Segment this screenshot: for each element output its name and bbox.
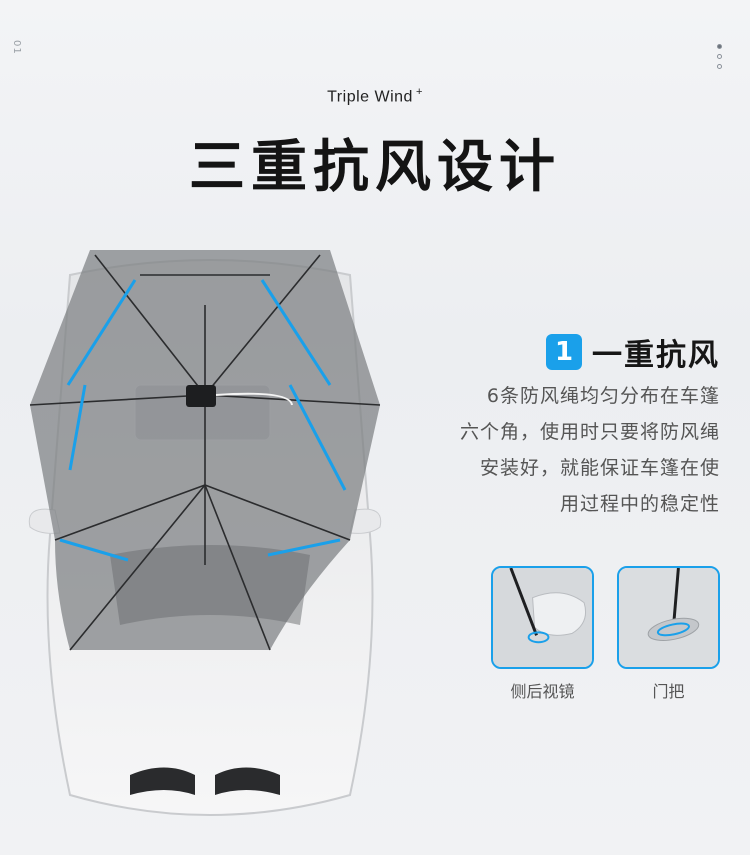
feature-heading: 1 一重抗风 — [546, 330, 720, 374]
subtitle-mark: + — [415, 86, 423, 98]
pagination-dot[interactable] — [717, 64, 722, 69]
feature-title: 一重抗风 — [592, 338, 720, 373]
windshield — [110, 545, 310, 625]
pagination-dot-active[interactable] — [717, 44, 722, 49]
wind-ropes — [59, 279, 347, 562]
door-handle-label: 门把 — [652, 682, 685, 701]
side-mirror-label: 侧后视镜 — [510, 682, 575, 701]
page-number: 01 — [11, 40, 22, 55]
car-tent-illustration — [28, 250, 382, 816]
feature-description: 6条防风绳均匀分布在车篷 六个角，使用时只要将防风绳 安装好，就能保证车篷在使 … — [400, 378, 720, 522]
door-handle-thumbnail[interactable] — [617, 566, 720, 669]
pagination-dots — [717, 44, 722, 69]
front-grille — [130, 767, 280, 795]
description-line: 六个角，使用时只要将防风绳 — [459, 421, 720, 443]
side-mirror-thumbnail[interactable] — [491, 566, 594, 669]
door-handle-icon — [619, 568, 718, 667]
tent-cable — [215, 392, 293, 406]
tent-hub — [186, 385, 216, 407]
subtitle-text: Triple Wind — [327, 88, 413, 106]
right-mirror — [349, 508, 382, 534]
tent-frame — [29, 254, 381, 651]
description-line: 用过程中的稳定性 — [559, 493, 720, 515]
section-subtitle: Triple Wind+ — [0, 86, 750, 106]
side-mirror-icon — [493, 568, 592, 667]
pagination-dot[interactable] — [717, 54, 722, 59]
description-line: 6条防风绳均匀分布在车篷 — [486, 385, 720, 407]
feature-number-badge: 1 — [546, 334, 582, 370]
page-title: 三重抗风设计 — [189, 135, 561, 200]
description-line: 安装好，就能保证车篷在使 — [479, 457, 720, 479]
